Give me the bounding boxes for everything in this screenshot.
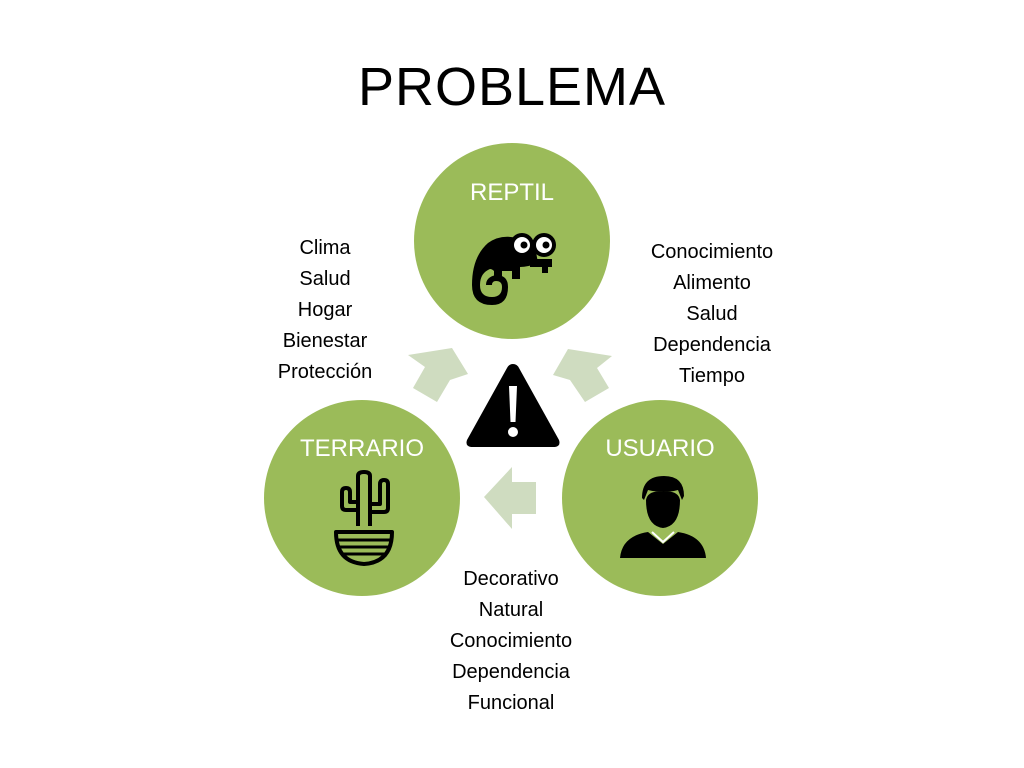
list-item: Salud (299, 268, 351, 290)
cactus-pot-icon (334, 470, 394, 566)
reptil-terrario-list: Clima Salud Hogar Bienestar Protección (260, 233, 390, 388)
page-title: PROBLEMA (357, 57, 667, 117)
list-item: Alimento (673, 272, 751, 294)
list-item: Funcional (467, 692, 555, 714)
chameleon-icon (472, 233, 556, 305)
list-item: Tiempo (679, 365, 745, 387)
usuario-label: USUARIO (605, 435, 715, 462)
reptil-node: REPTIL (414, 143, 610, 339)
terrario-label: TERRARIO (299, 435, 424, 462)
list-item: Dependencia (452, 661, 570, 683)
arrow-usuario-to-terrario (484, 467, 536, 529)
list-item: Clima (299, 237, 351, 259)
list-item: Hogar (297, 299, 353, 321)
list-item: Dependencia (653, 334, 771, 356)
arrow-terrario-to-reptil (408, 348, 468, 402)
list-item: Bienestar (282, 330, 368, 352)
reptil-usuario-list: Conocimiento Alimento Salud Dependencia … (632, 237, 792, 392)
person-icon (620, 476, 706, 558)
list-item: Decorativo (463, 568, 559, 590)
list-item: Protección (277, 361, 373, 383)
terrario-usuario-list: Decorativo Natural Conocimiento Dependen… (431, 564, 591, 719)
warning-icon (466, 364, 560, 447)
arrow-usuario-to-reptil (553, 349, 612, 402)
reptil-label: REPTIL (469, 179, 555, 206)
list-item: Salud (686, 303, 738, 325)
list-item: Natural (478, 599, 544, 621)
terrario-node: TERRARIO (264, 400, 460, 596)
usuario-node: USUARIO (562, 400, 758, 596)
list-item: Conocimiento (650, 241, 774, 263)
list-item: Conocimiento (449, 630, 573, 652)
